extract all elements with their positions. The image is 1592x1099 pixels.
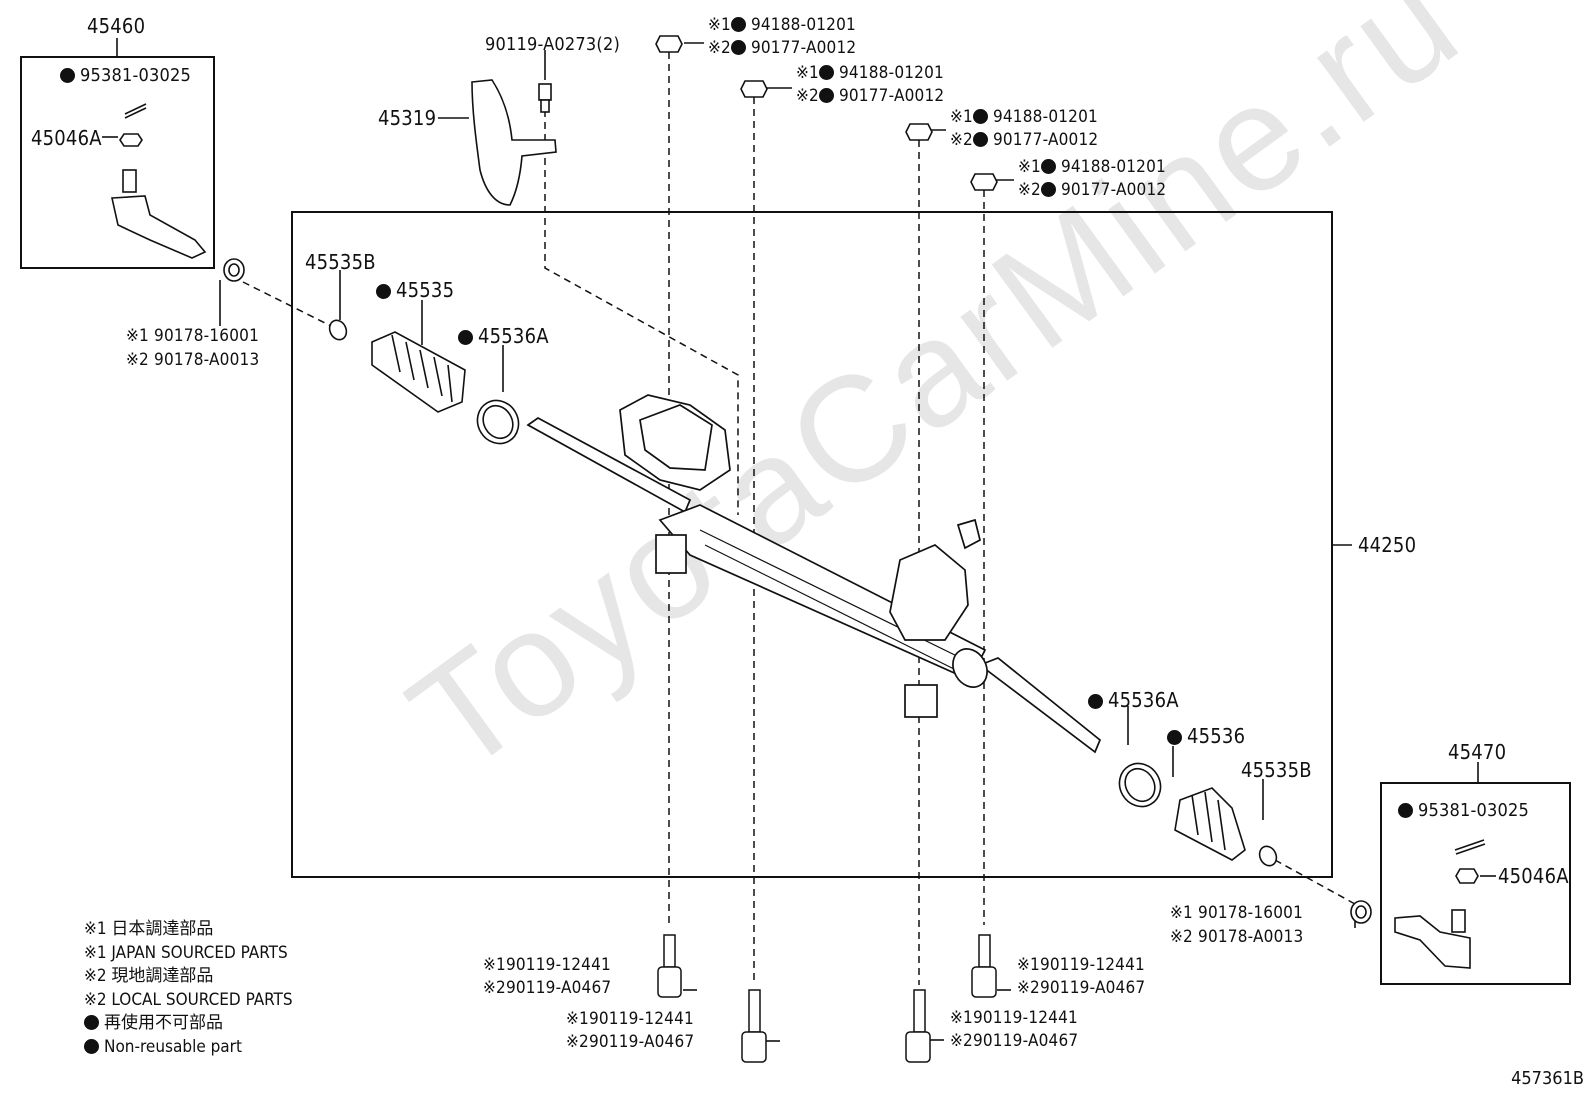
left-nut-label: 45046A xyxy=(31,126,102,150)
right-boot-label: 45536 xyxy=(1167,726,1245,746)
legend-local-en: ※2 LOCAL SOURCED PARTS xyxy=(84,989,293,1010)
left-tie-rod-part: 45460 xyxy=(87,14,146,38)
right-nut-j-label: ※1 90178-16001 xyxy=(1170,903,1304,923)
non-reusable-dot-icon xyxy=(730,17,746,32)
right-nut-label: 45046A xyxy=(1498,864,1569,888)
non-reusable-dot-icon xyxy=(1040,182,1056,197)
bottom-bolt-4-l: ※290119-A0467 xyxy=(1017,978,1146,998)
figure-id: 457361B xyxy=(1511,1068,1584,1089)
legend-nonreusable-jp: 再使用不可部品 xyxy=(84,1012,293,1036)
bracket-bolt-label: 90119-A0273(2) xyxy=(485,34,620,55)
right-cotter-pin-label: 95381-03025 xyxy=(1398,801,1529,821)
non-reusable-dot-icon xyxy=(1088,694,1103,709)
non-reusable-dot-icon xyxy=(818,88,834,103)
non-reusable-dot-icon xyxy=(972,132,988,147)
legend-japan-jp: ※1 日本調達部品 xyxy=(84,919,214,939)
non-reusable-dot-icon xyxy=(1040,159,1056,174)
right-nut-l-label: ※2 90178-A0013 xyxy=(1170,927,1304,947)
bottom-bolt-4-j: ※190119-12441 xyxy=(1017,955,1145,975)
non-reusable-dot-icon xyxy=(1398,803,1413,818)
non-reusable-dot-icon xyxy=(84,1015,99,1030)
legend-local-jp: ※2 現地調達部品 xyxy=(84,966,214,986)
bottom-bolt-2-l: ※290119-A0467 xyxy=(566,1032,695,1052)
bracket-label: 45319 xyxy=(378,106,437,130)
left-clip-label: 45535B xyxy=(305,250,376,274)
legend: ※1 日本調達部品 ※1 JAPAN SOURCED PARTS ※2 現地調達… xyxy=(84,918,293,1059)
bottom-bolt-3-j: ※190119-12441 xyxy=(950,1008,1078,1028)
assembly-part-label: 44250 xyxy=(1358,533,1417,557)
non-reusable-dot-icon xyxy=(818,65,834,80)
left-boot-label: 45535 xyxy=(376,280,454,300)
right-clip-label: 45535B xyxy=(1241,758,1312,782)
assembly-frame xyxy=(291,211,1333,878)
left-nut-l-label: ※2 90178-A0013 xyxy=(126,350,260,370)
left-nut-j-label: ※1 90178-16001 xyxy=(126,326,260,346)
non-reusable-dot-icon xyxy=(730,40,746,55)
right-tie-rod-part: 45470 xyxy=(1448,740,1507,764)
non-reusable-dot-icon xyxy=(972,109,988,124)
non-reusable-dot-icon xyxy=(1167,730,1182,745)
bottom-bolt-3-l: ※290119-A0467 xyxy=(950,1031,1079,1051)
bottom-bolt-1-l: ※290119-A0467 xyxy=(483,978,612,998)
non-reusable-dot-icon xyxy=(60,68,75,83)
legend-nonreusable-en: Non-reusable part xyxy=(84,1036,293,1060)
non-reusable-dot-icon xyxy=(458,330,473,345)
left-clamp-label: 45536A xyxy=(458,326,549,346)
legend-japan-en: ※1 JAPAN SOURCED PARTS xyxy=(84,942,288,963)
bottom-bolt-2-j: ※190119-12441 xyxy=(566,1009,694,1029)
non-reusable-dot-icon xyxy=(376,284,391,299)
left-cotter-pin-label: 95381-03025 xyxy=(60,66,191,86)
right-clamp-label: 45536A xyxy=(1088,690,1179,710)
right-tie-rod-frame xyxy=(1380,782,1571,985)
non-reusable-dot-icon xyxy=(84,1038,99,1054)
bottom-bolt-1-j: ※190119-12441 xyxy=(483,955,611,975)
